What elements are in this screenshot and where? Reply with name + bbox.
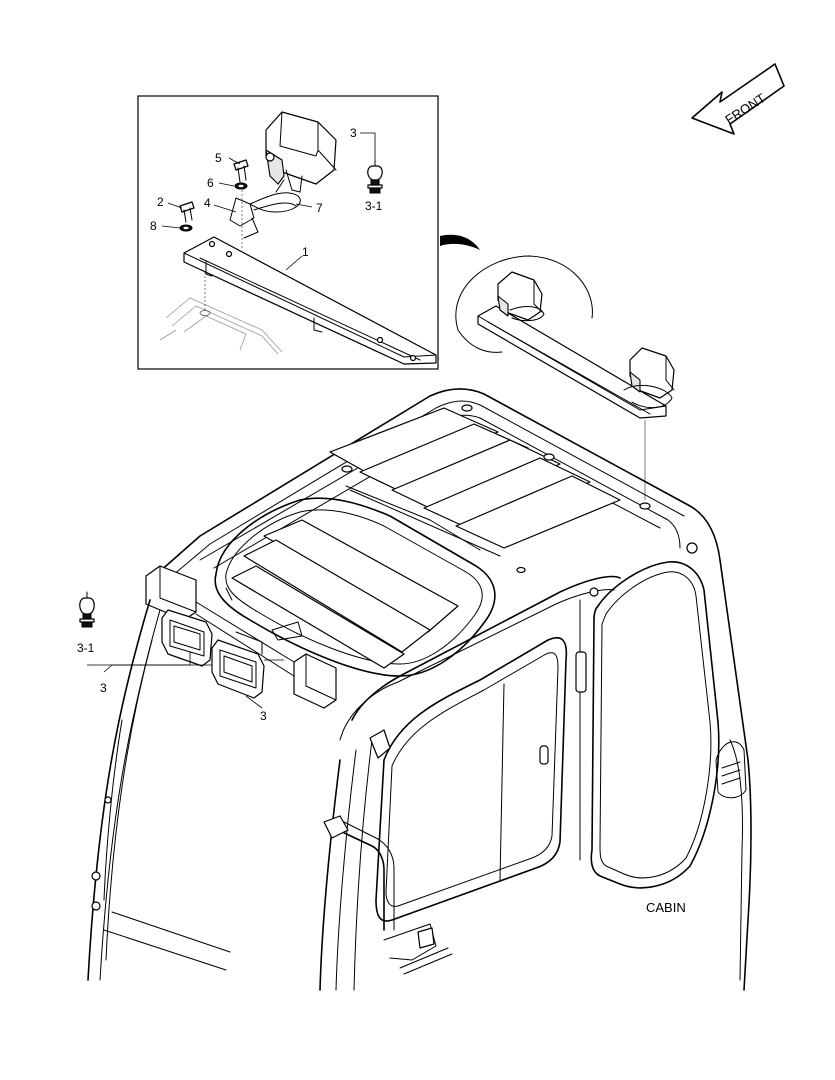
cabin-body [79,388,752,991]
roof-ribs [329,404,651,574]
detail-roof-ghost [159,297,283,355]
detail-work-light [265,111,337,193]
front-light-right [211,631,265,699]
callout-7: 7 [316,201,323,215]
detail-bracket-wire [229,179,301,239]
left-bulb-icon [79,591,95,628]
sunroof [214,497,496,677]
mounting-bar [183,236,437,365]
detail-leaders [161,132,376,271]
front-light-left [161,609,213,667]
callout-2: 2 [157,195,164,209]
windshield [87,599,231,981]
washer-8 [179,224,193,232]
section-label: CABIN [646,900,686,915]
bolt-5 [233,159,249,250]
washer-6 [234,182,248,190]
callout-3-detail: 3 [350,126,357,140]
bolt-2 [179,201,195,223]
callout-6: 6 [207,176,214,190]
callout-3-1-left: 3-1 [77,641,95,655]
callout-5: 5 [215,151,222,165]
detail-pointer-arrow [440,234,480,250]
callout-8: 8 [150,219,157,233]
cabin-leaders [87,652,284,709]
front-arrow: FRONT [691,63,785,135]
callout-3-1-detail: 3-1 [365,199,383,213]
front-light-bar [145,565,337,709]
callout-3-left: 3 [100,681,107,695]
detail-view: 3 3-1 5 6 4 2 7 8 1 [137,95,439,370]
callout-4: 4 [204,196,211,210]
magnified-circle [455,255,675,500]
handrail [323,542,698,975]
callout-1: 1 [302,245,309,259]
detail-bulb-icon [367,159,383,194]
callout-3-mid: 3 [260,709,267,723]
